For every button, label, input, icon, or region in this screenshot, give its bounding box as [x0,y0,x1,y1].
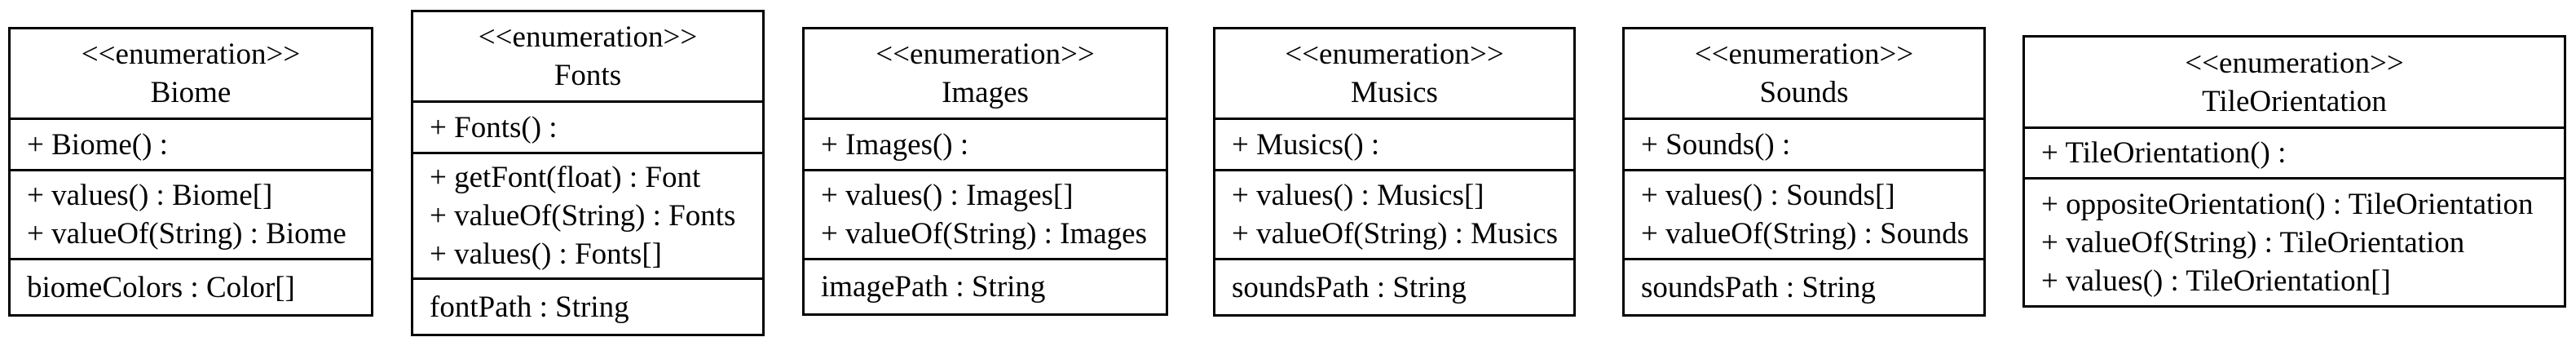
attributes-compartment: fontPath : String [413,277,762,334]
methods-compartment: + values() : Images[] + valueOf(String) … [805,169,1166,258]
constructor-line: + Biome() : [27,127,168,162]
attributes-compartment: biomeColors : Color[] [11,258,371,314]
constructor-line: + Musics() : [1232,127,1380,162]
methods-compartment: + values() : Musics[] + valueOf(String) … [1215,169,1573,258]
class-header: <<enumeration>> Sounds [1625,29,1983,118]
method-line: + valueOf(String) : Biome [27,217,346,251]
method-line: + values() : Biome[] [27,179,273,212]
constructor-compartment: + Biome() : [11,118,371,169]
class-stereotype: <<enumeration>> [1694,38,1914,71]
class-stereotype: <<enumeration>> [1285,38,1504,71]
enum-class-tileorientation: <<enumeration>> TileOrientation + TileOr… [2022,35,2566,308]
class-stereotype: <<enumeration>> [2185,46,2404,80]
attributes-compartment: soundsPath : String [1625,258,1983,314]
class-name: TileOrientation [2202,84,2387,118]
constructor-line: + Fonts() : [430,110,558,144]
methods-compartment: + getFont(float) : Font + valueOf(String… [413,152,762,277]
constructor-compartment: + TileOrientation() : [2025,126,2564,177]
class-header: <<enumeration>> Biome [11,29,371,118]
method-line: + values() : Images[] [821,179,1074,212]
method-line: + getFont(float) : Font [430,161,701,194]
methods-compartment: + oppositeOrientation() : TileOrientatio… [2025,177,2564,305]
enum-class-biome: <<enumeration>> Biome + Biome() : + valu… [8,27,373,317]
constructor-compartment: + Musics() : [1215,118,1573,169]
methods-compartment: + values() : Sounds[] + valueOf(String) … [1625,169,1983,258]
constructor-line: + Images() : [821,127,969,162]
methods-compartment: + values() : Biome[] + valueOf(String) :… [11,169,371,258]
class-stereotype: <<enumeration>> [478,20,698,54]
class-stereotype: <<enumeration>> [876,38,1095,71]
class-name: Images [942,76,1029,109]
class-stereotype: <<enumeration>> [81,38,301,71]
method-line: + valueOf(String) : Images [821,217,1148,251]
enum-class-musics: <<enumeration>> Musics + Musics() : + va… [1213,27,1576,317]
enum-class-sounds: <<enumeration>> Sounds + Sounds() : + va… [1622,27,1986,317]
class-header: <<enumeration>> Fonts [413,12,762,100]
constructor-compartment: + Sounds() : [1625,118,1983,169]
method-line: + values() : Fonts[] [430,237,662,271]
method-line: + valueOf(String) : Sounds [1641,217,1969,251]
method-line: + values() : Sounds[] [1641,179,1895,212]
attributes-compartment: imagePath : String [805,258,1166,313]
attributes-compartment: soundsPath : String [1215,258,1573,314]
class-name: Sounds [1759,76,1849,109]
class-header: <<enumeration>> Images [805,29,1166,118]
attribute-line: soundsPath : String [1641,270,1876,304]
method-line: + valueOf(String) : TileOrientation [2041,225,2465,260]
class-name: Biome [150,76,232,109]
class-name: Musics [1351,76,1438,109]
attribute-line: biomeColors : Color[] [27,270,295,304]
class-header: <<enumeration>> Musics [1215,29,1573,118]
constructor-compartment: + Fonts() : [413,100,762,152]
constructor-line: + TileOrientation() : [2041,136,2287,170]
constructor-line: + Sounds() : [1641,127,1791,162]
method-line: + valueOf(String) : Musics [1232,217,1559,251]
method-line: + values() : Musics[] [1232,179,1484,212]
enum-class-images: <<enumeration>> Images + Images() : + va… [802,27,1168,316]
method-line: + oppositeOrientation() : TileOrientatio… [2041,187,2534,221]
attribute-line: imagePath : String [821,270,1046,304]
constructor-compartment: + Images() : [805,118,1166,169]
class-name: Fonts [554,59,622,92]
attribute-line: soundsPath : String [1232,270,1467,304]
method-line: + values() : TileOrientation[] [2041,264,2391,298]
class-header: <<enumeration>> TileOrientation [2025,38,2564,126]
method-line: + valueOf(String) : Fonts [430,199,736,233]
enum-class-fonts: <<enumeration>> Fonts + Fonts() : + getF… [411,10,765,336]
attribute-line: fontPath : String [430,290,629,324]
